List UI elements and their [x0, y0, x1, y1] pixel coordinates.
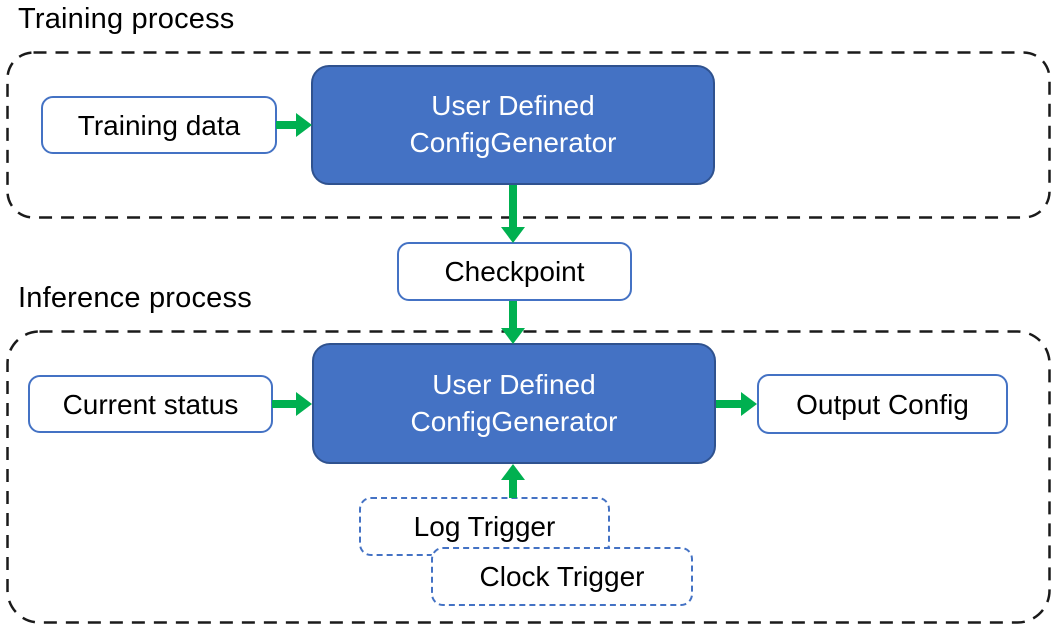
training-process-region: [6, 51, 1051, 219]
arrow-head-down-icon: [501, 328, 525, 344]
inference-generator-label-line2: ConfigGenerator: [410, 405, 618, 437]
checkpoint-label: Checkpoint: [444, 256, 585, 287]
arrow-head-down-icon: [501, 227, 525, 243]
current-status-label: Current status: [62, 388, 239, 420]
training-process-title: Training process: [18, 3, 235, 35]
arrow-training-data-to-generator: [276, 112, 312, 138]
arrow-shaft: [276, 121, 296, 129]
inference-process-title: Inference process: [18, 282, 252, 314]
inference-config-generator-box: User Defined ConfigGenerator: [312, 343, 716, 464]
clock-trigger-box: Clock Trigger: [431, 547, 693, 606]
output-config-label: Output Config: [796, 388, 969, 420]
inference-process-region: [6, 330, 1051, 624]
arrow-head-right-icon: [296, 392, 312, 416]
inference-generator-label-line1: User Defined: [432, 368, 596, 400]
arrow-head-right-icon: [296, 113, 312, 137]
arrow-shaft: [272, 400, 296, 408]
training-generator-label-line1: User Defined: [431, 90, 595, 122]
training-data-label: Training data: [77, 109, 241, 141]
arrow-generator-to-output-config: [716, 391, 757, 417]
arrow-shaft: [509, 185, 517, 227]
output-config-box: Output Config: [757, 374, 1008, 434]
training-generator-label-line2: ConfigGenerator: [409, 127, 617, 158]
training-data-box: Training data: [41, 96, 277, 154]
arrow-shaft: [509, 301, 517, 328]
clock-trigger-label: Clock Trigger: [479, 561, 645, 592]
arrow-shaft: [716, 400, 741, 408]
arrow-head-right-icon: [741, 392, 757, 416]
log-trigger-label: Log Trigger: [413, 511, 556, 542]
arrow-training-generator-to-checkpoint: [500, 185, 526, 243]
current-status-box: Current status: [28, 375, 273, 433]
training-config-generator-box: User Defined ConfigGenerator: [311, 65, 715, 185]
arrow-shaft: [509, 480, 517, 498]
checkpoint-box: Checkpoint: [397, 242, 632, 301]
arrow-checkpoint-to-inference-generator: [500, 301, 526, 344]
arrow-current-status-to-generator: [272, 391, 312, 417]
arrow-head-up-icon: [501, 464, 525, 480]
arrow-triggers-to-generator: [500, 464, 526, 498]
